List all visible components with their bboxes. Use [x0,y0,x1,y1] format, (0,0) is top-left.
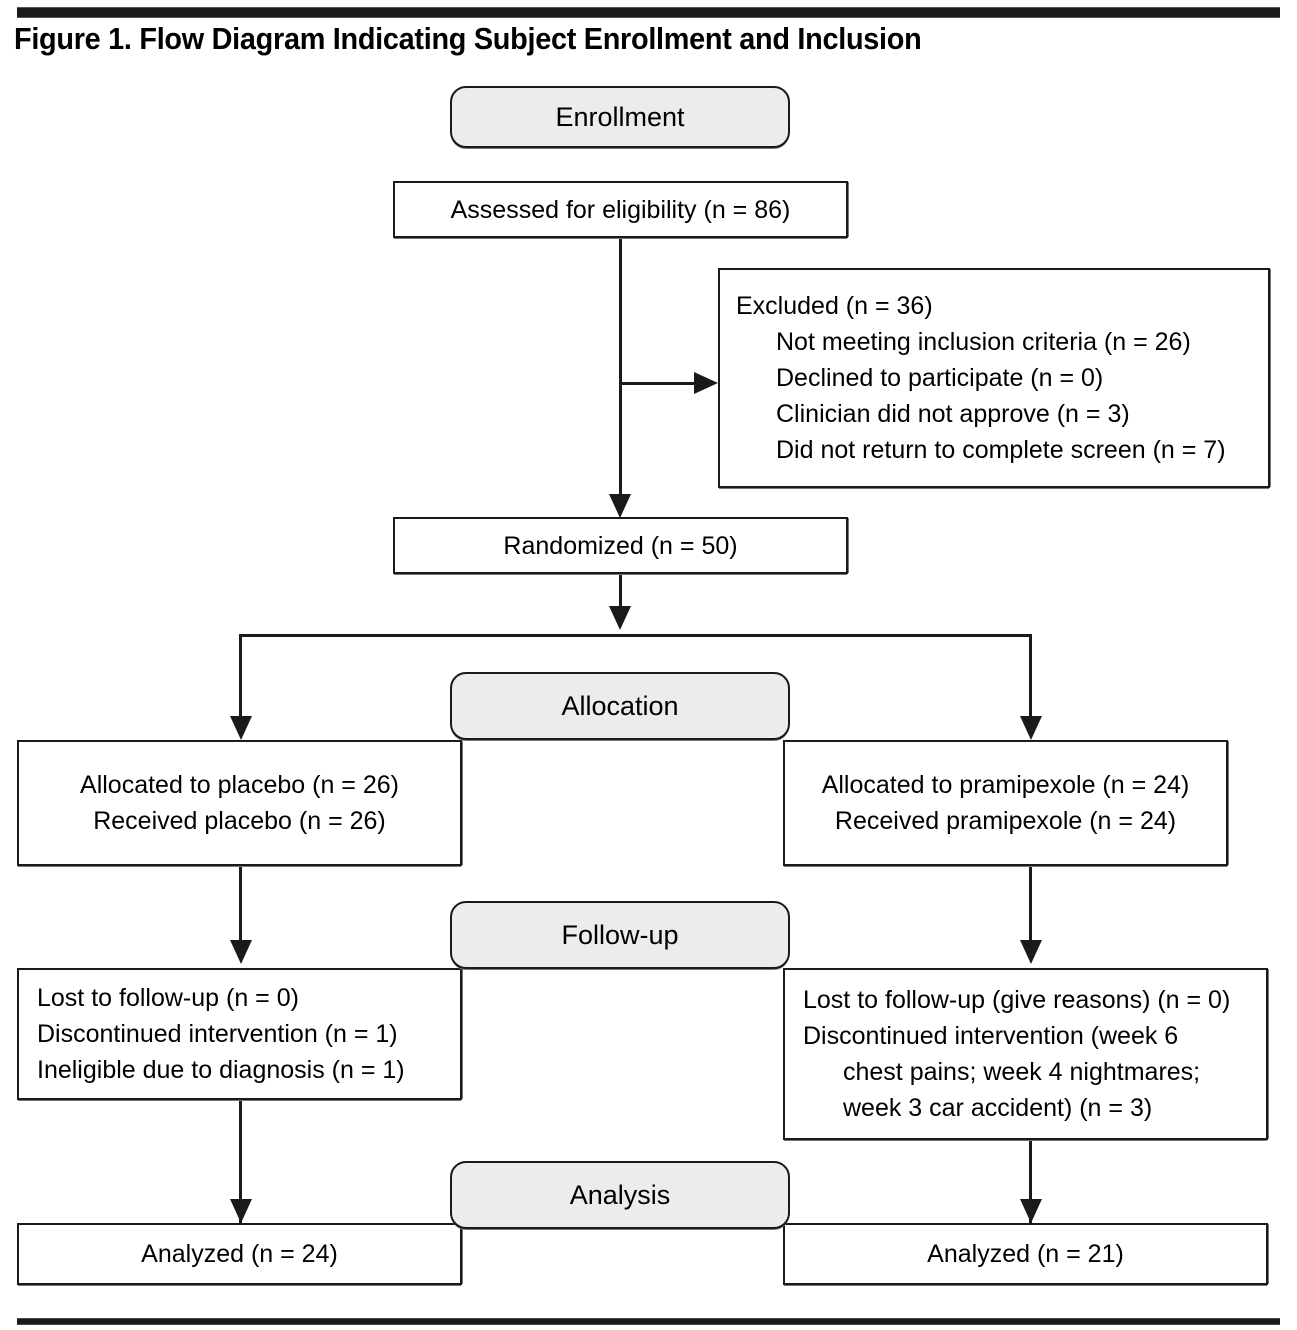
alloc-left-line-1: Allocated to placebo (n = 26) [80,771,399,799]
stage-pill-followup: Follow-up [450,901,790,969]
stage-label-enrollment: Enrollment [555,101,685,132]
analyzed-left-line-1: Analyzed (n = 24) [141,1240,338,1268]
stage-pill-analysis: Analysis [450,1161,790,1229]
connector-followup-left-to-analysis [239,1100,242,1227]
connector-alloc-right-to-followup [1029,866,1032,944]
stage-pill-enrollment: Enrollment [450,86,790,148]
arrowhead-to-excluded [694,372,718,394]
connector-assessed-to-randomized [619,238,622,500]
node-excluded: Excluded (n = 36) Not meeting inclusion … [718,268,1270,488]
node-randomized: Randomized (n = 50) [393,517,848,574]
alloc-left-line-2: Received placebo (n = 26) [93,807,386,835]
node-assessed-for-eligibility: Assessed for eligibility (n = 86) [393,181,848,238]
alloc-right-line-1: Allocated to pramipexole (n = 24) [821,771,1190,799]
arrowhead-analysis-left [230,1199,252,1223]
node-allocated-placebo: Allocated to placebo (n = 26) Received p… [17,740,462,866]
excluded-reason-4: Did not return to complete screen (n = 7… [776,436,1226,464]
connector-allocation-split-bar [239,634,1032,637]
page-title: Figure 1. Flow Diagram Indicating Subjec… [14,21,922,56]
node-analyzed-pramipexole: Analyzed (n = 21) [783,1223,1268,1285]
node-followup-placebo: Lost to follow-up (n = 0) Discontinued i… [17,968,462,1100]
stage-label-analysis: Analysis [569,1179,671,1210]
node-analyzed-placebo: Analyzed (n = 24) [17,1223,462,1285]
node-allocated-pramipexole: Allocated to pramipexole (n = 24) Receiv… [783,740,1228,866]
alloc-right-line-2: Received pramipexole (n = 24) [834,807,1177,835]
connector-followup-right-to-analysis [1029,1140,1032,1227]
followup-left-line-3: Ineligible due to diagnosis (n = 1) [37,1056,405,1084]
followup-right-line-3: chest pains; week 4 nightmares; [843,1058,1201,1086]
top-rule [17,7,1280,18]
arrowhead-to-randomized [609,494,631,518]
analyzed-right-line-1: Analyzed (n = 21) [927,1240,1124,1268]
arrowhead-randomized-split [609,606,631,630]
followup-left-line-1: Lost to follow-up (n = 0) [37,984,299,1012]
connector-randomized-down [619,574,622,612]
excluded-reason-3: Clinician did not approve (n = 3) [776,400,1130,428]
assessed-line-1: Assessed for eligibility (n = 86) [450,195,791,224]
excluded-reason-2: Declined to participate (n = 0) [776,364,1104,392]
followup-left-line-2: Discontinued intervention (n = 1) [37,1020,398,1048]
excluded-reason-1: Not meeting inclusion criteria (n = 26) [776,328,1191,356]
followup-right-line-2: Discontinued intervention (week 6 [803,1022,1179,1050]
connector-split-right-down [1029,634,1032,722]
excluded-heading: Excluded (n = 36) [736,292,933,320]
followup-right-line-4: week 3 car accident) (n = 3) [843,1094,1153,1122]
connector-alloc-left-to-followup [239,866,242,944]
randomized-line-1: Randomized (n = 50) [503,531,738,560]
node-followup-pramipexole: Lost to follow-up (give reasons) (n = 0)… [783,968,1268,1140]
stage-label-followup: Follow-up [561,919,679,950]
arrowhead-followup-right [1020,940,1042,964]
bottom-rule [17,1318,1280,1325]
arrowhead-analysis-right [1020,1199,1042,1223]
arrowhead-to-alloc-right [1020,716,1042,740]
followup-right-line-1: Lost to follow-up (give reasons) (n = 0) [803,986,1231,1014]
connector-split-left-down [239,634,242,722]
arrowhead-followup-left [230,940,252,964]
connector-to-excluded [619,382,695,385]
arrowhead-to-alloc-left [230,716,252,740]
stage-pill-allocation: Allocation [450,672,790,740]
stage-label-allocation: Allocation [561,690,679,721]
